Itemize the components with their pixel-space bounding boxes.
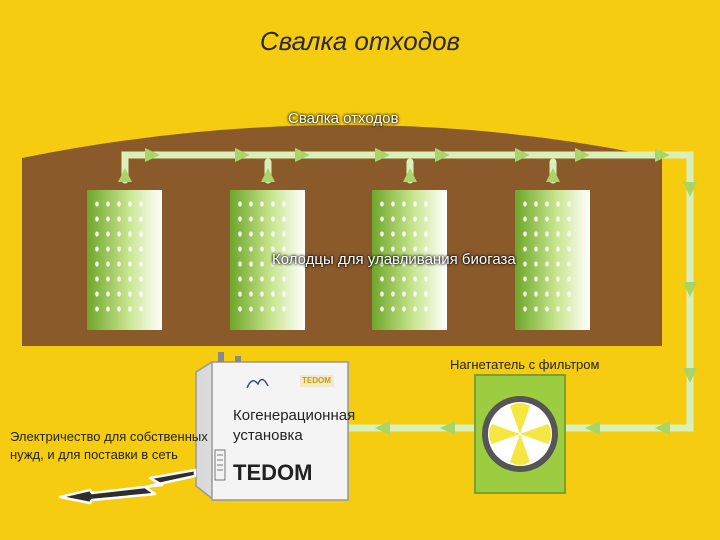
page-title: Свалка отходов [259, 26, 461, 56]
well-perforations [95, 201, 571, 312]
pipe-flow-arrows [118, 148, 697, 435]
blower-label: Нагнетатель с фильтром [450, 357, 600, 372]
biogas-well-2 [230, 190, 305, 330]
biogas-well-3 [372, 190, 447, 330]
biogas-well-4 [515, 190, 590, 330]
unit-label-line2: установка [233, 427, 303, 444]
biogas-well-1 [87, 190, 162, 330]
landfill-label: Свалка отходов [288, 110, 399, 127]
unit-logo-icon [246, 378, 269, 389]
unit-brand: TEDOM [233, 460, 313, 485]
blower-with-filter [474, 374, 566, 494]
electricity-label-line1: Электричество для собственных [10, 429, 208, 444]
cogeneration-unit-body [195, 352, 349, 501]
landfill-mound [22, 125, 662, 346]
wells-label: Колодцы для улавливания биогаза [272, 251, 516, 268]
unit-badge: TEDOM [302, 376, 331, 385]
electricity-arrow-icon [58, 468, 197, 505]
unit-label-line1: Когенерационная [233, 407, 356, 424]
electricity-label-line2: нужд, и для поставки в сеть [10, 447, 178, 462]
fan-blades-icon [489, 403, 551, 465]
